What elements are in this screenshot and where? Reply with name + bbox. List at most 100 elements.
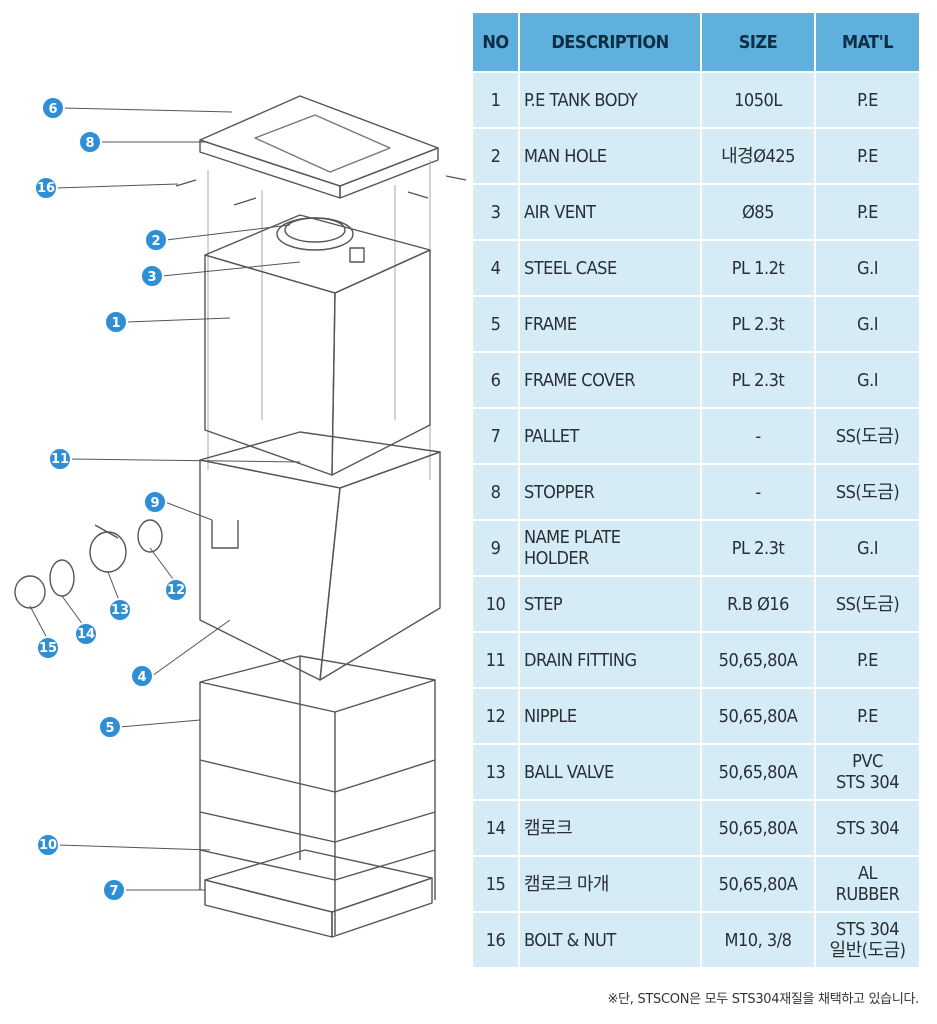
exploded-diagram: 6 8 16 2 3 1 11 9 12 13 14 15 4 5 10 7 — [14, 95, 467, 938]
cell-description: FRAME COVER — [519, 352, 702, 409]
cell-no: 12 — [473, 688, 520, 745]
svg-text:9: 9 — [150, 496, 159, 511]
cell-description: STEEL CASE — [519, 240, 702, 297]
cell-size: PL 1.2t — [701, 240, 816, 297]
cell-size: - — [701, 408, 816, 465]
callout-7: 7 — [102, 878, 126, 902]
callout-14: 14 — [74, 622, 98, 646]
cell-size: 1050L — [701, 72, 816, 129]
cell-size: M10, 3/8 — [701, 912, 816, 969]
cell-material: STS 304 — [815, 800, 919, 857]
svg-text:1: 1 — [111, 316, 120, 331]
cell-size: PL 2.3t — [701, 352, 816, 409]
table-header-row: NO DESCRIPTION SIZE MAT'L — [473, 13, 919, 73]
cell-description: STEP — [519, 576, 702, 633]
cell-size: 50,65,80A — [701, 632, 816, 689]
cell-description: STOPPER — [519, 464, 702, 521]
cell-no: 2 — [473, 128, 520, 185]
cell-no: 10 — [473, 576, 520, 633]
cell-description: NIPPLE — [519, 688, 702, 745]
cell-material: G.I — [815, 352, 919, 409]
svg-text:4: 4 — [137, 670, 146, 685]
cell-size: 50,65,80A — [701, 800, 816, 857]
cell-description: BOLT & NUT — [519, 912, 702, 969]
cell-description: 캠로크 마개 — [519, 856, 702, 913]
cell-size: R.B Ø16 — [701, 576, 816, 633]
cell-description: AIR VENT — [519, 184, 702, 241]
cell-material: P.E — [815, 128, 919, 185]
cell-size: 50,65,80A — [701, 744, 816, 801]
svg-text:6: 6 — [48, 102, 57, 117]
svg-text:15: 15 — [39, 641, 57, 656]
callout-2: 2 — [144, 228, 168, 252]
cell-description: 캠로크 — [519, 800, 702, 857]
cell-no: 13 — [473, 744, 520, 801]
header-material: MAT'L — [815, 13, 919, 73]
callout-1: 1 — [104, 310, 128, 334]
header-description: DESCRIPTION — [519, 13, 702, 73]
cell-size: 50,65,80A — [701, 688, 816, 745]
cell-no: 16 — [473, 912, 520, 969]
cell-no: 5 — [473, 296, 520, 353]
cell-description: FRAME — [519, 296, 702, 353]
cell-no: 7 — [473, 408, 520, 465]
callout-3: 3 — [140, 264, 164, 288]
cell-material: P.E — [815, 688, 919, 745]
cell-description: PALLET — [519, 408, 702, 465]
callout-13: 13 — [108, 598, 132, 622]
cell-material: P.E — [815, 72, 919, 129]
cell-material: SS(도금) — [815, 576, 919, 633]
cell-material: P.E — [815, 632, 919, 689]
svg-text:11: 11 — [51, 452, 69, 467]
callout-9: 9 — [143, 490, 167, 514]
frame-drawing — [199, 655, 436, 938]
callout-5: 5 — [98, 715, 122, 739]
cell-material: SS(도금) — [815, 464, 919, 521]
callout-16: 16 — [34, 176, 58, 200]
svg-text:2: 2 — [151, 234, 160, 249]
svg-text:16: 16 — [37, 181, 55, 196]
cell-description: MAN HOLE — [519, 128, 702, 185]
callout-10: 10 — [36, 833, 60, 857]
cell-size: Ø85 — [701, 184, 816, 241]
cell-no: 9 — [473, 520, 520, 577]
steel-case-drawing — [199, 431, 441, 681]
cell-no: 14 — [473, 800, 520, 857]
cell-no: 1 — [473, 72, 520, 129]
svg-text:14: 14 — [77, 627, 95, 642]
callout-8: 8 — [78, 130, 102, 154]
cell-size: PL 2.3t — [701, 296, 816, 353]
cell-material: SS(도금) — [815, 408, 919, 465]
cell-size: 내경Ø425 — [701, 128, 816, 185]
svg-text:13: 13 — [111, 603, 129, 618]
cell-size: - — [701, 464, 816, 521]
svg-text:3: 3 — [147, 270, 156, 285]
cell-material: G.I — [815, 520, 919, 577]
callout-4: 4 — [130, 664, 154, 688]
cell-size: PL 2.3t — [701, 520, 816, 577]
cell-no: 8 — [473, 464, 520, 521]
footnote: ※단, STSCON은 모두 STS304재질을 채택하고 있습니다. — [607, 992, 920, 1007]
cell-no: 4 — [473, 240, 520, 297]
svg-text:7: 7 — [109, 884, 118, 899]
cell-no: 11 — [473, 632, 520, 689]
cell-description: BALL VALVE — [519, 744, 702, 801]
